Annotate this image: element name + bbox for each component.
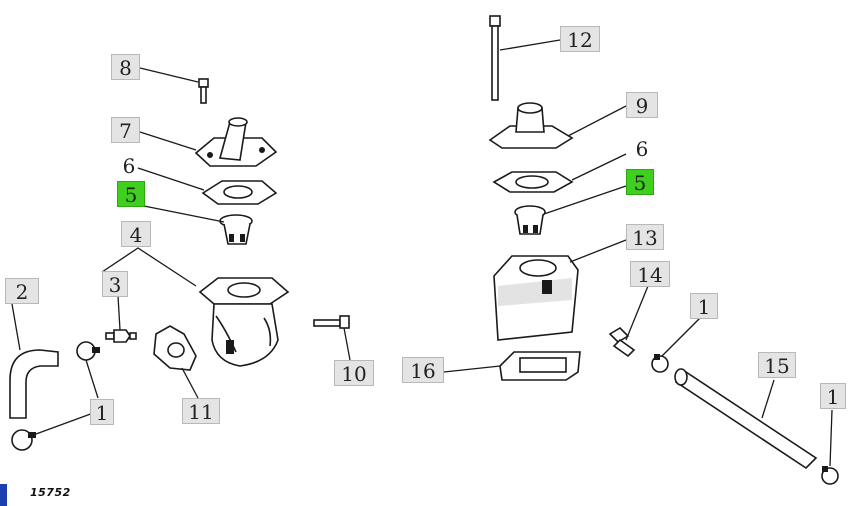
callout-15: 15 [758, 352, 796, 378]
callout-1-left: 1 [90, 399, 114, 425]
callout-13: 13 [626, 224, 664, 250]
part-16-gasket [499, 351, 581, 381]
part-11-gasket [153, 325, 197, 371]
part-4-housing [198, 277, 290, 367]
part-8-bolt [198, 78, 209, 104]
callout-6: 6 [122, 154, 136, 178]
leader-lines [11, 39, 833, 467]
callout-14: 14 [630, 261, 670, 287]
callout-6-right: 6 [635, 137, 649, 161]
callout-1-right: 1 [820, 383, 846, 409]
part-13-housing [493, 255, 579, 341]
figure-number: 15752 [30, 486, 71, 499]
part-1-clamp-right [651, 354, 839, 485]
callout-3: 3 [102, 271, 128, 297]
part-9-outlet-cover [488, 102, 574, 149]
callout-8: 8 [111, 54, 140, 80]
callout-7: 7 [111, 117, 140, 143]
part-10-bolt [313, 315, 350, 329]
part-15-tube [674, 368, 818, 470]
part-2-hose [9, 349, 59, 419]
corner-marker [0, 484, 7, 506]
callout-2: 2 [5, 278, 39, 304]
callout-9: 9 [626, 92, 658, 118]
callout-4: 4 [121, 221, 151, 247]
callout-16: 16 [402, 357, 444, 383]
part-3-sensor [105, 329, 137, 343]
part-7-outlet-cover [194, 117, 278, 167]
callout-12: 12 [560, 26, 600, 52]
part-6-gasket [201, 180, 278, 205]
part-14-fitting [608, 326, 636, 358]
callout-1-mid: 1 [690, 293, 718, 319]
part-5-thermostat [219, 214, 253, 245]
callout-11: 11 [182, 398, 220, 424]
part-6-gasket-right [492, 171, 574, 193]
callout-10: 10 [334, 360, 374, 386]
part-5-thermostat-right [514, 205, 546, 235]
part-1-clamp-left [11, 341, 100, 451]
callout-5-highlight: 5 [117, 181, 145, 207]
callout-5-right-highlight: 5 [626, 169, 654, 195]
part-12-long-bolt [489, 15, 501, 101]
